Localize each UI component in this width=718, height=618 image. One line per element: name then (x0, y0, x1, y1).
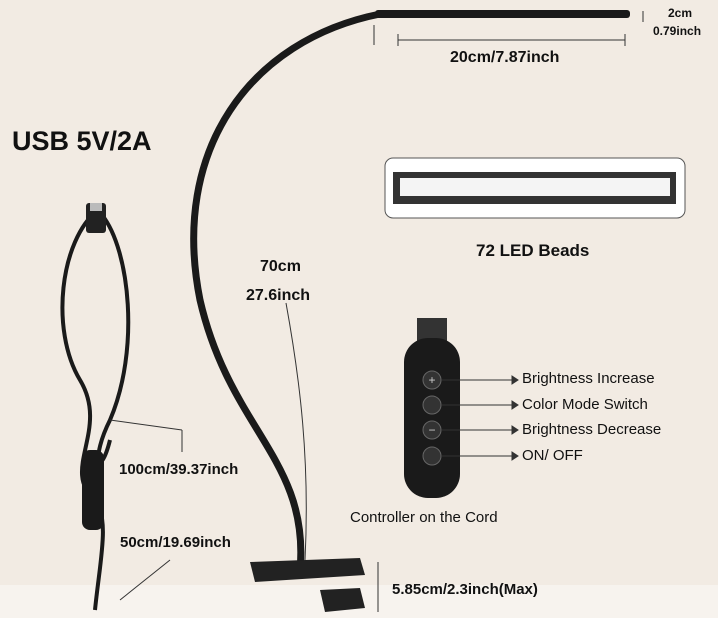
led-strip (400, 178, 670, 196)
label-on-off: ON/ OFF (522, 447, 583, 464)
gooseneck (190, 10, 381, 571)
label-color-mode: Color Mode Switch (522, 396, 648, 413)
svg-text:+: + (428, 373, 435, 387)
power-label: USB 5V/2A (12, 126, 152, 156)
inline-controller (82, 450, 104, 530)
controller-caption: Controller on the Cord (350, 509, 498, 526)
gooseneck-cm: 70cm (260, 258, 301, 275)
head-width-cm: 2cm (668, 6, 693, 20)
controller (404, 338, 460, 498)
svg-text:−: − (428, 423, 435, 437)
led-label: 72 LED Beads (476, 241, 590, 260)
cable-to-controller: 50cm/19.69inch (120, 534, 231, 551)
head-length: 20cm/7.87inch (450, 49, 560, 66)
lamp-head (375, 10, 630, 18)
clip (250, 558, 365, 582)
cable-length: 100cm/39.37inch (119, 461, 239, 478)
usb-cable (60, 208, 131, 611)
clip-opening: 5.85cm/2.3inch(Max) (392, 581, 538, 598)
label-brightness-decrease: Brightness Decrease (522, 421, 662, 438)
head-width-inch: 0.79inch (653, 24, 702, 38)
gooseneck-inch: 27.6inch (246, 287, 311, 304)
label-brightness-increase: Brightness Increase (522, 370, 655, 387)
